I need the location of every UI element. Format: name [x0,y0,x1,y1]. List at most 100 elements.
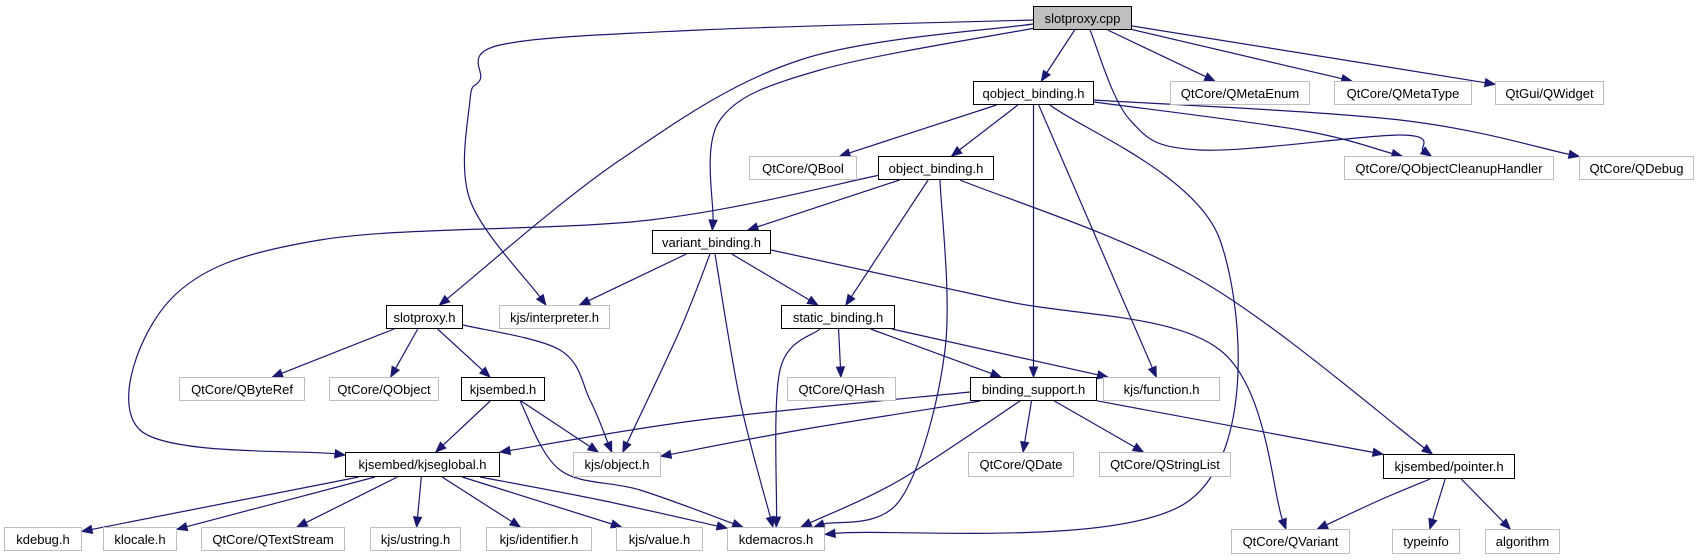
arrowhead-icon [800,518,813,528]
graph-node-kdebug-h: kdebug.h [4,527,82,551]
graph-node-qwidget: QtGui/QWidget [1495,81,1604,105]
edge-qobject_binding_h-to-qobjectcleanuphandler [1093,101,1393,155]
arrowhead-icon [1483,77,1497,88]
edge-binding_support_h-to-qstringlist [1054,400,1135,448]
graph-node-qobject: QtCore/QObject [329,377,439,401]
node-label: object_binding.h [888,160,984,176]
arrowhead-icon [708,219,718,232]
edge-slotproxy_h-to-kjs_object_h [462,324,609,444]
node-label: QtGui/QWidget [1505,85,1594,101]
arrowhead-icon [622,440,632,454]
edge-variant_binding_h-to-kjs_interpreter_h [588,253,687,302]
edge-kjseglobal_h-to-kjs_ustring_h [416,476,422,518]
graph-node-qvariant: QtCore/QVariant [1231,529,1350,554]
node-label: algorithm [1495,534,1550,549]
arrowhead-icon [390,365,401,379]
edge-object_binding_h-to-pointer_h [959,179,1425,449]
edge-kjseglobal_h-to-qtextstream [305,476,398,524]
graph-node-qbyteref: QtCore/QByteRef [179,377,305,401]
node-label: kjsembed/pointer.h [1394,459,1504,474]
edge-slotproxy_h-to-qobject [395,328,419,369]
graph-node-typeinfo: typeinfo [1392,529,1460,554]
edge-binding_support_h-to-qdate [1024,400,1033,443]
graph-node-kjseglobal-h[interactable]: kjsembed/kjseglobal.h [345,452,500,477]
edge-qobject_binding_h-to-object_binding_h [959,104,1019,151]
graph-node-binding-support-h[interactable]: binding_support.h [970,377,1097,401]
graph-node-klocale-h: klocale.h [103,527,177,551]
arrowhead-icon [508,517,522,528]
graph-node-object-binding-h[interactable]: object_binding.h [878,156,994,180]
edge-slotproxy_cpp-to-qmetatype [1131,28,1343,80]
node-label: slotproxy.h [393,309,456,325]
edge-slotproxy_h-to-qbyteref [281,328,395,374]
arrowhead-icon [1096,370,1109,380]
graph-node-qbool: QtCore/QBool [749,156,857,180]
graph-node-qdate: QtCore/QDate [968,452,1074,477]
node-label: QtCore/QTextStream [212,531,334,547]
node-label: kjsembed/kjseglobal.h [358,457,487,472]
graph-node-qobjectcleanuphandler: QtCore/QObjectCleanupHandler [1344,156,1554,180]
edge-binding_support_h-to-kdemacros_h [809,400,1021,524]
arrowhead-icon [434,441,447,453]
edge-variant_binding_h-to-kjs_object_h [626,253,711,444]
node-label: QtCore/QDebug [1589,160,1684,176]
graph-node-static-binding-h[interactable]: static_binding.h [781,305,895,329]
arrowhead-icon [1131,442,1145,453]
arrowhead-icon [1277,517,1287,531]
graph-node-kjs-ustring-h: kjs/ustring.h [370,527,461,551]
arrowhead-icon [1499,518,1512,530]
graph-node-kjs-value-h: kjs/value.h [616,527,703,551]
arrowhead-icon [1316,520,1329,530]
graph-node-kjsembed-h[interactable]: kjsembed.h [461,377,545,401]
arrowhead-icon [845,293,856,307]
edge-variant_binding_h-to-kdemacros_h [714,253,771,518]
arrowhead-icon [715,521,729,531]
node-label: QtCore/QStringList [1110,457,1220,472]
graph-node-qtextstream: QtCore/QTextStream [201,527,345,551]
edge-qobject_binding_h-to-qdebug [1093,99,1570,155]
node-label: kjs/identifier.h [499,531,579,547]
arrowhead-icon [950,145,963,157]
graph-node-pointer-h[interactable]: kjsembed/pointer.h [1383,454,1515,479]
arrowhead-icon [765,515,775,529]
graph-node-qobject-binding-h[interactable]: qobject_binding.h [973,81,1094,105]
graph-node-variant-binding-h[interactable]: variant_binding.h [652,230,771,254]
edge-slotproxy_cpp-to-kjs_interpreter_h [463,19,1034,298]
arrowhead-icon [823,528,836,539]
edge-slotproxy_cpp-to-slotproxy_h [446,23,1034,300]
graph-node-slotproxy-h[interactable]: slotproxy.h [386,305,463,329]
graph-node-qmetatype: QtCore/QMetaType [1334,81,1472,105]
edge-object_binding_h-to-static_binding_h [850,179,929,297]
edge-static_binding_h-to-kdemacros_h [775,328,821,518]
node-label: kjs/interpreter.h [510,309,599,325]
edge-binding_support_h-to-kjseglobal_h [509,391,971,452]
edge-pointer_h-to-algorithm [1460,478,1504,523]
arrowhead-icon [609,519,623,529]
arrowhead-icon [535,293,547,307]
edge-binding_support_h-to-kjs_object_h [670,400,981,455]
edge-static_binding_h-to-kjs_function_h [891,328,1098,376]
node-label: kjs/function.h [1123,381,1200,397]
edges-layer [80,19,1581,539]
arrowhead-icon [586,442,600,453]
node-label: typeinfo [1403,534,1449,549]
edge-object_binding_h-to-kjseglobal_h [128,174,881,455]
arrowhead-icon [1371,447,1385,457]
arrowhead-icon [175,521,189,532]
edge-pointer_h-to-typeinfo [1432,478,1446,520]
node-label: QtCore/QBool [762,160,844,176]
node-label: kjs/value.h [628,531,691,547]
node-label: variant_binding.h [661,234,762,250]
node-label: QtCore/QMetaEnum [1180,85,1300,101]
node-label: QtCore/QVariant [1242,534,1339,549]
arrowhead-icon [478,366,491,378]
node-label: static_binding.h [792,309,884,325]
arrowhead-icon [295,518,309,528]
node-label: qobject_binding.h [982,85,1085,101]
graph-node-qhash: QtCore/QHash [787,377,896,401]
arrowhead-icon [659,449,673,459]
node-label: klocale.h [114,531,166,547]
graph-node-qmetaenum: QtCore/QMetaEnum [1170,81,1310,105]
arrowhead-icon [271,368,284,378]
arrowhead-icon [80,524,94,534]
